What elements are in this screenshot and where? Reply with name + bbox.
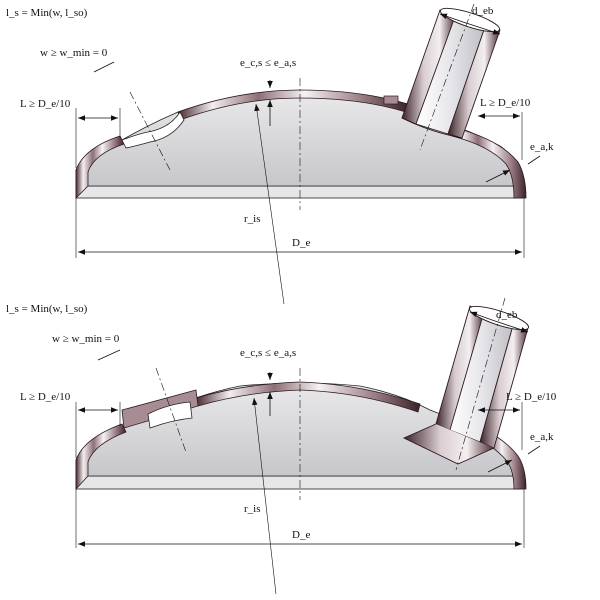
ls-formula: l_s = Min(w, l_so) bbox=[6, 303, 88, 315]
right-nozzle bbox=[402, 297, 530, 471]
radius-line bbox=[254, 103, 285, 305]
deb-dim-b bbox=[462, 21, 501, 35]
ris-label: r_is bbox=[244, 503, 261, 515]
eak-arrow bbox=[487, 459, 513, 473]
l-right-label: L ≥ D_e/10 bbox=[506, 391, 557, 403]
reinforcing-pad bbox=[383, 95, 399, 105]
shell-wall-left bbox=[75, 423, 127, 491]
eak-arrow bbox=[485, 169, 511, 183]
ris-label: r_is bbox=[244, 213, 261, 225]
right-nozzle-axis bbox=[455, 297, 506, 471]
eak-label: e_a,k bbox=[530, 141, 554, 153]
shell-wall-crown bbox=[195, 381, 421, 413]
w-leader bbox=[97, 349, 121, 361]
deb-label: d_eb bbox=[496, 309, 518, 321]
eak-label: e_a,k bbox=[530, 431, 554, 443]
w-condition: w ≥ w_min = 0 bbox=[52, 333, 120, 345]
de-label: D_e bbox=[292, 529, 310, 541]
w-condition: w ≥ w_min = 0 bbox=[40, 47, 108, 59]
left-nozzle bbox=[121, 367, 199, 453]
w-leader bbox=[93, 61, 115, 73]
de-label: D_e bbox=[292, 237, 310, 249]
diagram-top: l_s = Min(w, l_so) w ≥ w_min = 0 L ≥ D_e… bbox=[6, 3, 554, 305]
l-left-label: L ≥ D_e/10 bbox=[20, 391, 71, 403]
radius-line bbox=[251, 397, 277, 595]
ecs-label: e_c,s ≤ e_a,s bbox=[240, 347, 296, 359]
ecs-label: e_c,s ≤ e_a,s bbox=[240, 57, 296, 69]
eak-leader bbox=[527, 155, 541, 165]
right-nozzle-axis bbox=[419, 3, 475, 151]
deb-dim-b bbox=[491, 319, 529, 333]
deb-label: d_eb bbox=[472, 5, 494, 17]
deb-dim-a bbox=[469, 311, 493, 321]
deb-dim-a bbox=[439, 13, 464, 23]
ls-formula: l_s = Min(w, l_so) bbox=[6, 7, 88, 19]
eak-leader bbox=[527, 445, 541, 455]
l-right-label: L ≥ D_e/10 bbox=[480, 97, 531, 109]
l-left-label: L ≥ D_e/10 bbox=[20, 98, 71, 110]
diagram-bottom: l_s = Min(w, l_so) w ≥ w_min = 0 L ≥ D_e… bbox=[6, 297, 557, 595]
left-nozzle-axis bbox=[155, 367, 187, 453]
right-nozzle bbox=[383, 3, 501, 151]
left-nozzle-opening bbox=[121, 111, 185, 149]
left-nozzle-axis bbox=[129, 91, 171, 171]
